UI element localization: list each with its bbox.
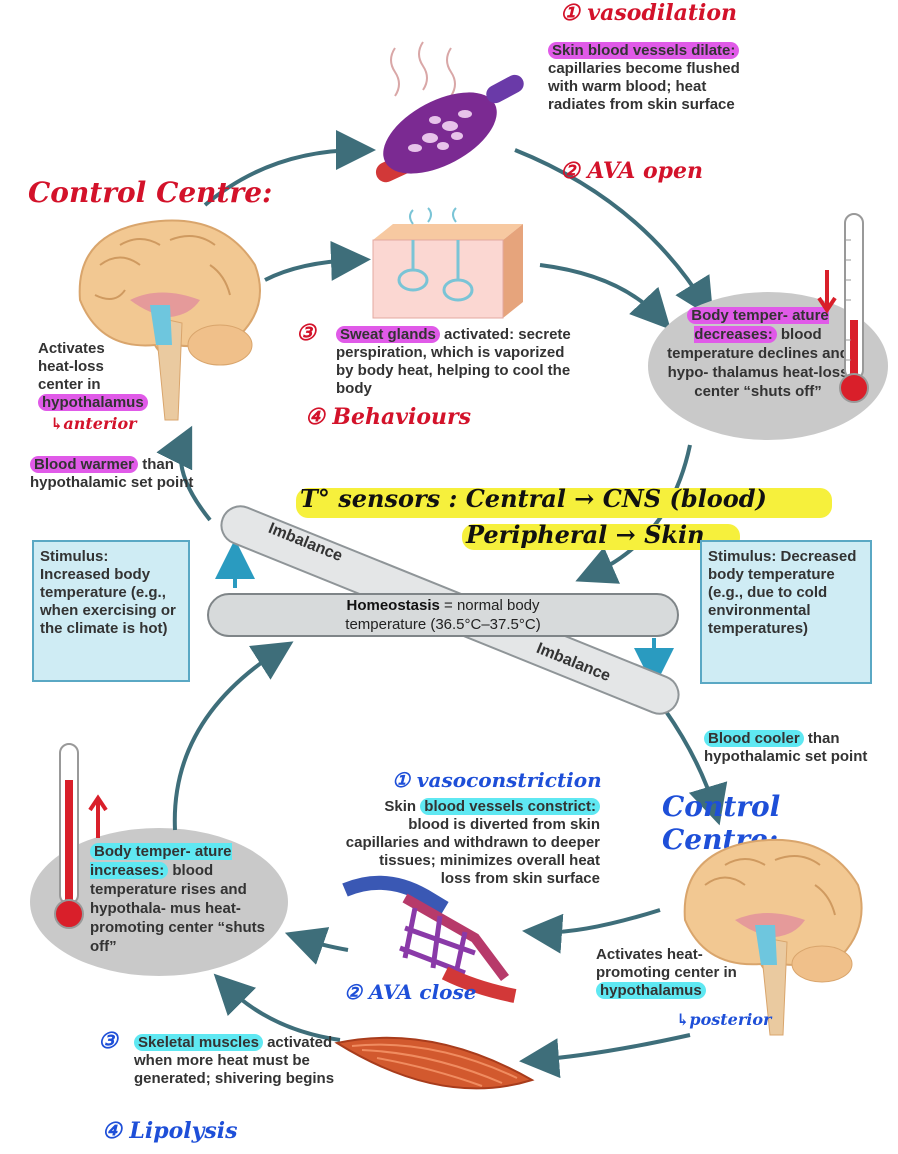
muscles-number: ③ [98, 1028, 118, 1054]
note-ava-open: ② AVA open [560, 158, 703, 184]
brain-image-top [78, 219, 261, 421]
stimulus-increased-text: Stimulus: Increased body temperature (e.… [40, 548, 176, 637]
blood-warmer-highlight: Blood warmer [30, 456, 139, 473]
vessels-constrict-description: blood is diverted from skin capillaries … [345, 816, 600, 887]
temp-increases-text: Body temper- ature increases: blood temp… [90, 842, 270, 956]
sweat-glands-image [372, 207, 523, 319]
homeostasis-bar [207, 593, 679, 637]
activates-line-3: center in [38, 376, 101, 393]
arrow-imbalance-to-brain [156, 425, 212, 522]
homeostasis-range: temperature (36.5°C–37.5°C) [345, 616, 541, 633]
activates-line-2: heat-loss [38, 358, 104, 375]
vessels-dilate-description: capillaries become flushed with warm blo… [548, 60, 740, 113]
sweat-number: ③ [296, 320, 316, 346]
arrow-brain-to-sweat [264, 240, 371, 282]
note-anterior: ↳anterior [50, 414, 137, 433]
vessels-constrict-highlight: blood vessels constrict: [420, 798, 600, 815]
vessels-dilate-text: Skin blood vessels dilate: capillaries b… [548, 42, 748, 114]
note-vasodilation: ① vasodilation [560, 0, 738, 26]
arrow-brain-to-muscle [519, 1033, 691, 1079]
dilated-vessels-image [375, 41, 524, 183]
blood-cooler-description: than hypothalamic set point [704, 730, 868, 765]
sensors-highlight [296, 488, 832, 518]
arrow-brain-to-vessels-bottom [522, 908, 661, 954]
homeostasis-equals: = normal body [444, 597, 540, 614]
blood-warmer-description: than hypothalamic set point [30, 456, 194, 491]
activates-heat-promoting-text: Activates heat- promoting center in hypo… [596, 946, 766, 1000]
arrow-sweat-to-temp [539, 263, 671, 330]
hypothalamus-label-bottom: hypothalamus [596, 982, 706, 999]
homeostasis-label: Homeostasis [346, 597, 440, 614]
temp-decreases-text: Body temper- ature decreases: blood temp… [660, 306, 856, 401]
note-behaviours: ④ Behaviours [305, 404, 472, 430]
stimulus-decreased-box: Stimulus: Decreased body temperature (e.… [700, 540, 872, 684]
note-lipolysis: ④ Lipolysis [102, 1118, 238, 1144]
activates-heat-promoting-description: Activates heat- promoting center in [596, 946, 737, 981]
brain-image-bottom [683, 838, 863, 1036]
note-ava-close: ② AVA close [344, 980, 477, 1004]
note-sensors-line1: T° sensors : Central → CNS (blood) [300, 484, 767, 513]
blood-warmer-text: Blood warmer than hypothalamic set point [30, 456, 205, 492]
vessels-constrict-skin: Skin [384, 798, 417, 815]
sweat-glands-text: Sweat glands activated: secrete perspira… [336, 326, 586, 398]
skeletal-muscle-image [334, 1036, 535, 1090]
note-vasoconstriction: ① vasoconstriction [392, 768, 602, 792]
note-posterior: ↳posterior [676, 1010, 772, 1029]
arrow-vessels-to-temp-bottom [284, 927, 349, 965]
arrow-imbalance-to-brain-bottom [663, 708, 728, 826]
skeletal-muscles-highlight: Skeletal muscles [134, 1034, 263, 1051]
skeletal-muscles-text: Skeletal muscles activated when more hea… [134, 1034, 344, 1088]
blood-cooler-text: Blood cooler than hypothalamic set point [704, 730, 884, 766]
note-sensors-line2: Peripheral → Skin [466, 520, 705, 549]
arrow-muscle-to-temp [213, 973, 341, 1042]
hypothalamus-label-top: hypothalamus [38, 394, 148, 411]
constricted-vessels-image [342, 875, 517, 1003]
skeletal-muscles-description: activated when more heat must be generat… [134, 1034, 335, 1087]
sensors-highlight-2 [462, 524, 740, 550]
stimulus-increased-box: Stimulus: Increased body temperature (e.… [32, 540, 190, 682]
arrow-temp-to-homeostasis-bottom [172, 641, 294, 831]
homeostasis-text: Homeostasis = normal body temperature (3… [228, 596, 658, 634]
temp-decreases-description: blood temperature declines and hypo- tha… [667, 326, 849, 400]
sweat-glands-highlight: Sweat glands [336, 326, 440, 343]
thermometer-rising-icon [54, 743, 108, 929]
vessels-dilate-highlight: Skin blood vessels dilate: [548, 42, 740, 59]
temp-increases-description: blood temperature rises and hypothala- m… [90, 862, 266, 955]
stimulus-decreased-text: Stimulus: Decreased body temperature (e.… [708, 548, 857, 637]
blood-cooler-highlight: Blood cooler [704, 730, 804, 747]
control-centre-note-top: Control Centre: [28, 176, 273, 209]
vessels-constrict-text: Skin blood vessels constrict: blood is d… [345, 798, 600, 888]
thermometer-falling-icon [817, 213, 869, 403]
activates-line-1: Activates [38, 340, 105, 357]
sweat-glands-description: activated: secrete perspiration, which i… [336, 326, 571, 397]
arrow-brain-to-vessels [203, 130, 376, 207]
arrow-vessels-to-temp [514, 148, 714, 319]
